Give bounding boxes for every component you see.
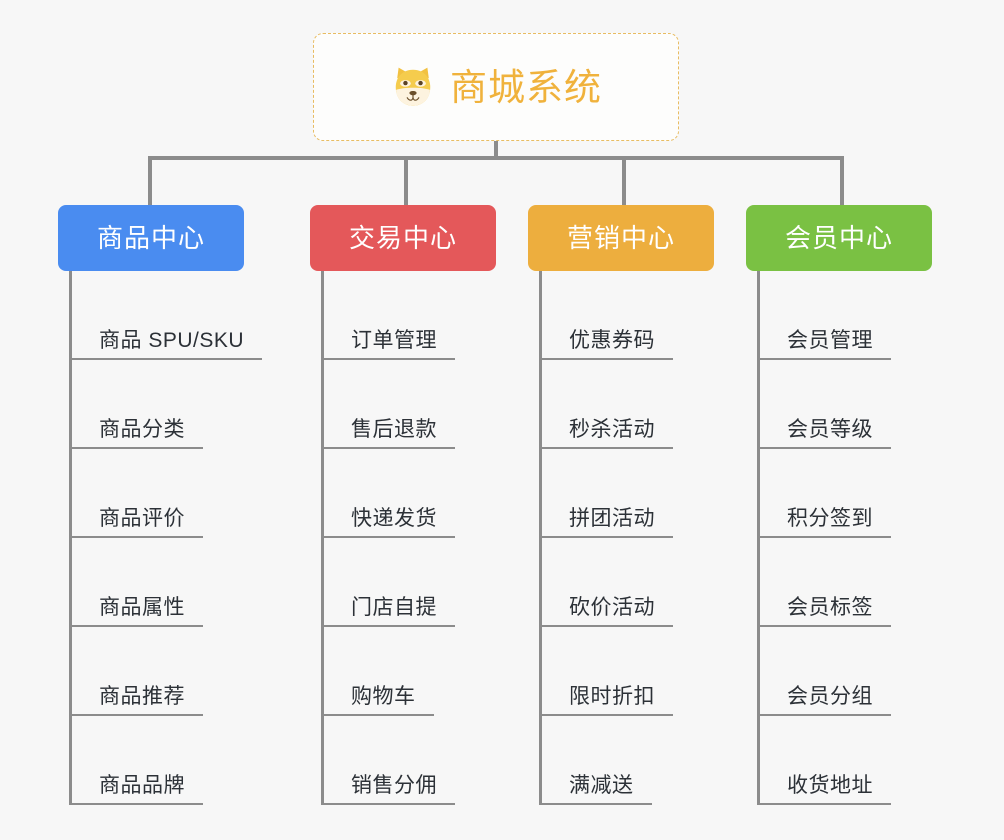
leaf-underline: 会员管理 bbox=[757, 328, 891, 360]
leaf-underline: 快递发货 bbox=[321, 506, 455, 538]
leaf-item[interactable]: 会员等级 bbox=[746, 360, 946, 449]
leaf-underline: 砍价活动 bbox=[539, 595, 673, 627]
leaf-item[interactable]: 拼团活动 bbox=[528, 449, 728, 538]
leaf-label: 拼团活动 bbox=[569, 506, 655, 530]
leaf-underline: 限时折扣 bbox=[539, 684, 673, 716]
leaf-label: 限时折扣 bbox=[569, 684, 655, 708]
leaf-item[interactable]: 会员标签 bbox=[746, 538, 946, 627]
leaf-list-2: 优惠券码 秒杀活动 拼团活动 砍价活动 限时折扣 bbox=[528, 271, 728, 805]
branch-header-0[interactable]: 商品中心 bbox=[58, 205, 244, 271]
leaf-underline: 商品推荐 bbox=[69, 684, 203, 716]
leaf-label: 会员分组 bbox=[787, 684, 873, 708]
branch-label: 会员中心 bbox=[784, 223, 893, 253]
leaf-underline: 购物车 bbox=[321, 684, 434, 716]
leaf-list-3: 会员管理 会员等级 积分签到 会员标签 会员分组 bbox=[746, 271, 946, 805]
leaf-label: 会员等级 bbox=[787, 417, 873, 441]
leaf-label: 满减送 bbox=[569, 773, 634, 797]
leaf-list-1: 订单管理 售后退款 快递发货 门店自提 购物车 bbox=[310, 271, 510, 805]
leaf-underline: 秒杀活动 bbox=[539, 417, 673, 449]
branch-header-3[interactable]: 会员中心 bbox=[746, 205, 932, 271]
leaf-item[interactable]: 收货地址 bbox=[746, 716, 946, 805]
leaf-underline: 收货地址 bbox=[757, 773, 891, 805]
leaf-underline: 商品分类 bbox=[69, 417, 203, 449]
branch-label: 商品中心 bbox=[96, 223, 205, 253]
leaf-item[interactable]: 会员分组 bbox=[746, 627, 946, 716]
leaf-item[interactable]: 会员管理 bbox=[746, 271, 946, 360]
leaf-label: 快递发货 bbox=[351, 506, 437, 530]
leaf-spine bbox=[69, 271, 72, 805]
leaf-label: 积分签到 bbox=[787, 506, 873, 530]
leaf-label: 秒杀活动 bbox=[569, 417, 655, 441]
root-node[interactable]: 商城系统 bbox=[313, 33, 679, 141]
leaf-item[interactable]: 购物车 bbox=[310, 627, 510, 716]
leaf-underline: 售后退款 bbox=[321, 417, 455, 449]
leaf-label: 购物车 bbox=[351, 684, 416, 708]
leaf-label: 商品推荐 bbox=[99, 684, 185, 708]
leaf-label: 商品品牌 bbox=[99, 773, 185, 797]
branch-column-3: 会员中心 会员管理 会员等级 积分签到 会员标签 bbox=[746, 205, 946, 805]
branch-header-2[interactable]: 营销中心 bbox=[528, 205, 714, 271]
leaf-item[interactable]: 销售分佣 bbox=[310, 716, 510, 805]
leaf-underline: 拼团活动 bbox=[539, 506, 673, 538]
leaf-underline: 商品评价 bbox=[69, 506, 203, 538]
leaf-item[interactable]: 商品属性 bbox=[58, 538, 288, 627]
branch-header-1[interactable]: 交易中心 bbox=[310, 205, 496, 271]
leaf-label: 砍价活动 bbox=[569, 595, 655, 619]
leaf-underline: 会员等级 bbox=[757, 417, 891, 449]
branch-label: 交易中心 bbox=[348, 223, 457, 253]
leaf-label: 商品分类 bbox=[99, 417, 185, 441]
leaf-label: 门店自提 bbox=[351, 595, 437, 619]
leaf-underline: 销售分佣 bbox=[321, 773, 455, 805]
shiba-dog-face-icon bbox=[390, 64, 436, 110]
branch-label: 营销中心 bbox=[566, 223, 675, 253]
leaf-label: 优惠券码 bbox=[569, 328, 655, 352]
leaf-label: 商品 SPU/SKU bbox=[99, 328, 245, 352]
branch-column-1: 交易中心 订单管理 售后退款 快递发货 门店自提 bbox=[310, 205, 510, 805]
root-title: 商城系统 bbox=[450, 66, 602, 108]
leaf-item[interactable]: 优惠券码 bbox=[528, 271, 728, 360]
leaf-item[interactable]: 积分签到 bbox=[746, 449, 946, 538]
leaf-underline: 优惠券码 bbox=[539, 328, 673, 360]
leaf-underline: 订单管理 bbox=[321, 328, 455, 360]
leaf-item[interactable]: 商品评价 bbox=[58, 449, 288, 538]
leaf-underline: 商品 SPU/SKU bbox=[69, 328, 263, 360]
leaf-underline: 积分签到 bbox=[757, 506, 891, 538]
leaf-spine bbox=[757, 271, 760, 805]
leaf-underline: 会员标签 bbox=[757, 595, 891, 627]
leaf-item[interactable]: 限时折扣 bbox=[528, 627, 728, 716]
leaf-item[interactable]: 快递发货 bbox=[310, 449, 510, 538]
leaf-spine bbox=[321, 271, 324, 805]
leaf-list-0: 商品 SPU/SKU 商品分类 商品评价 商品属性 商品推荐 bbox=[58, 271, 288, 805]
leaf-item[interactable]: 商品品牌 bbox=[58, 716, 288, 805]
leaf-spine bbox=[539, 271, 542, 805]
leaf-underline: 商品属性 bbox=[69, 595, 203, 627]
leaf-label: 会员标签 bbox=[787, 595, 873, 619]
leaf-label: 订单管理 bbox=[351, 328, 437, 352]
leaf-item[interactable]: 售后退款 bbox=[310, 360, 510, 449]
leaf-underline: 会员分组 bbox=[757, 684, 891, 716]
branch-column-0: 商品中心 商品 SPU/SKU 商品分类 商品评价 商品属性 bbox=[58, 205, 288, 805]
leaf-item[interactable]: 商品推荐 bbox=[58, 627, 288, 716]
leaf-underline: 门店自提 bbox=[321, 595, 455, 627]
branch-column-2: 营销中心 优惠券码 秒杀活动 拼团活动 砍价活动 bbox=[528, 205, 728, 805]
leaf-item[interactable]: 订单管理 bbox=[310, 271, 510, 360]
leaf-item[interactable]: 商品分类 bbox=[58, 360, 288, 449]
leaf-item[interactable]: 门店自提 bbox=[310, 538, 510, 627]
leaf-underline: 商品品牌 bbox=[69, 773, 203, 805]
leaf-item[interactable]: 秒杀活动 bbox=[528, 360, 728, 449]
leaf-label: 商品属性 bbox=[99, 595, 185, 619]
leaf-item[interactable]: 砍价活动 bbox=[528, 538, 728, 627]
leaf-label: 商品评价 bbox=[99, 506, 185, 530]
leaf-label: 会员管理 bbox=[787, 328, 873, 352]
leaf-item[interactable]: 满减送 bbox=[528, 716, 728, 805]
leaf-label: 售后退款 bbox=[351, 417, 437, 441]
leaf-underline: 满减送 bbox=[539, 773, 652, 805]
leaf-item[interactable]: 商品 SPU/SKU bbox=[58, 271, 288, 360]
leaf-label: 销售分佣 bbox=[351, 773, 437, 797]
leaf-label: 收货地址 bbox=[787, 773, 873, 797]
